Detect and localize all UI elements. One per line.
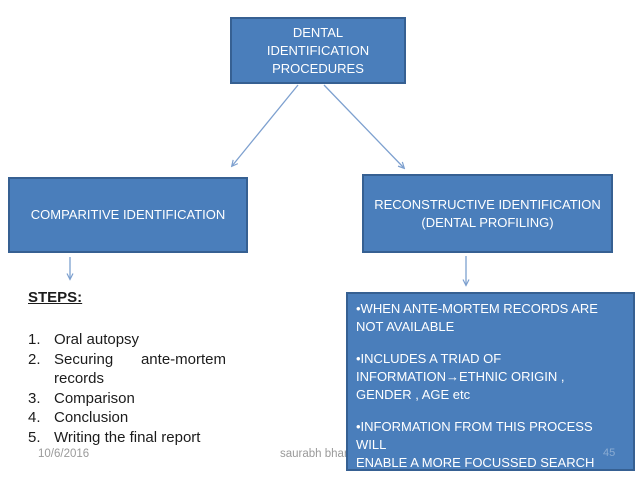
- arrow-top-to-right-icon: [323, 84, 404, 168]
- notes-bullet: •INCLUDES A TRIAD OF INFORMATION→ETHNIC …: [356, 351, 565, 402]
- step-text: Comparison: [54, 389, 135, 407]
- steps-item: Comparison: [28, 389, 226, 409]
- steps-item: Oral autopsy: [28, 330, 226, 350]
- notes-bullet: •WHEN ANTE-MORTEM RECORDS ARE NOT AVAILA…: [356, 301, 598, 334]
- step-number: [28, 408, 54, 428]
- reconstructive-identification-box: RECONSTRUCTIVE IDENTIFICATION (DENTAL PR…: [362, 174, 613, 253]
- dental-identification-procedures-box: DENTAL IDENTIFICATION PROCEDURES: [230, 17, 406, 84]
- step-text: Securing ante-mortem records: [54, 350, 226, 388]
- step-number: [28, 389, 54, 409]
- steps-item: Securing ante-mortem records: [28, 350, 226, 389]
- arrow-top-to-left-icon: [232, 84, 299, 166]
- steps-heading: STEPS:: [28, 289, 83, 306]
- steps-list: Oral autopsy Securing ante-mortem record…: [28, 330, 226, 447]
- comparitive-identification-box: COMPARITIVE IDENTIFICATION: [8, 177, 248, 253]
- step-number: [28, 350, 54, 389]
- steps-item: Conclusion: [28, 408, 226, 428]
- step-text: Oral autopsy: [54, 331, 140, 348]
- right-box-label-line1: RECONSTRUCTIVE IDENTIFICATION: [374, 196, 601, 212]
- slide-number: 45: [603, 447, 616, 459]
- top-box-label: DENTAL IDENTIFICATION PROCEDURES: [266, 24, 370, 76]
- step-number: [28, 330, 54, 350]
- steps-item: Writing the final report: [28, 428, 226, 448]
- step-text: Writing the final report: [54, 428, 201, 446]
- step-number: [28, 428, 54, 448]
- footer-author: saurabh bharga: [280, 448, 361, 460]
- left-box-label: COMPARITIVE IDENTIFICATION: [30, 207, 226, 222]
- steps-section: STEPS: Oral autopsy Securing ante-mortem…: [28, 289, 226, 447]
- notes-bullet: •INFORMATION FROM THIS PROCESS WILL ENAB…: [356, 419, 595, 479]
- footer-date: 10/6/2016: [38, 448, 90, 460]
- right-box-label-line2: (DENTAL PROFILING): [421, 214, 554, 230]
- step-text: Conclusion: [54, 409, 129, 426]
- dental-profiling-notes-box: •WHEN ANTE-MORTEM RECORDS ARE NOT AVAILA…: [346, 292, 635, 479]
